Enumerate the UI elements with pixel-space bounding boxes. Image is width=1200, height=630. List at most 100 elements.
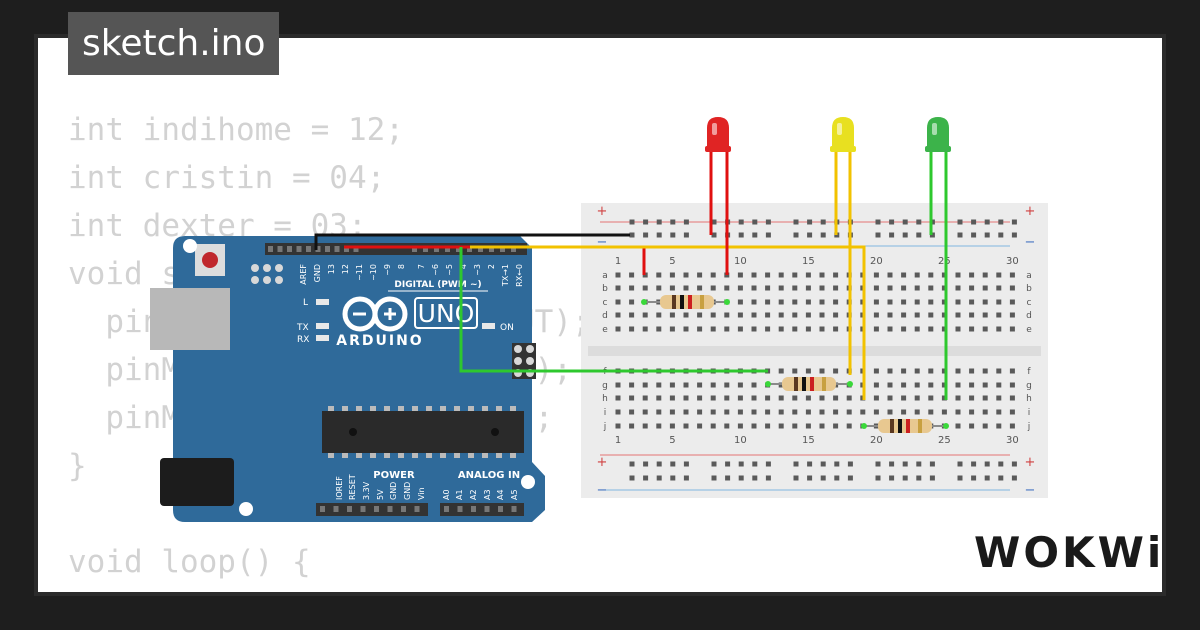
breadboard-hole: [683, 272, 689, 278]
breadboard-hole: [683, 382, 689, 388]
row-letter: g: [1026, 381, 1032, 391]
breadboard-hole: [792, 395, 798, 401]
breadboard-hole: [669, 382, 675, 388]
breadboard-hole: [792, 368, 798, 374]
breadboard-hole: [873, 312, 879, 318]
header-pin: [414, 506, 420, 512]
breadboard-hole: [941, 326, 947, 332]
breadboard-hole: [819, 285, 825, 291]
rail-hole: [656, 461, 662, 467]
power-pin-label: GND: [403, 482, 412, 500]
digital-pin-label: 2: [487, 264, 496, 269]
analog-pin-label: A5: [510, 489, 519, 500]
breadboard-hole: [914, 382, 920, 388]
row-letter: e: [1026, 325, 1032, 335]
rail-hole: [738, 232, 744, 238]
reset-button-cap[interactable]: [202, 252, 218, 268]
rail-hole: [807, 219, 813, 225]
column-number: 10: [734, 256, 747, 267]
breadboard-hole: [669, 409, 675, 415]
rail-hole: [916, 475, 922, 481]
row-letter: h: [1026, 394, 1032, 404]
breadboard-hole: [765, 299, 771, 305]
column-number: 30: [1006, 256, 1019, 267]
breadboard-hole: [765, 272, 771, 278]
rail-hole: [765, 232, 771, 238]
breadboard-center-channel: [588, 346, 1041, 356]
breadboard-hole: [805, 299, 811, 305]
breadboard-hole: [737, 299, 743, 305]
column-number: 15: [802, 256, 815, 267]
digital-pin-label: 12: [341, 264, 350, 274]
breadboard-hole: [833, 368, 839, 374]
breadboard-hole: [928, 326, 934, 332]
digital-pin-label: ~10: [369, 264, 378, 281]
breadboard-hole: [819, 299, 825, 305]
rail-hole: [629, 219, 635, 225]
rail-hole: [875, 219, 881, 225]
mount-hole-2: [239, 502, 253, 516]
rail-hole: [793, 475, 799, 481]
row-letter: g: [602, 381, 608, 391]
header-pin: [471, 506, 476, 512]
rail-hole: [629, 232, 635, 238]
breadboard-hole: [724, 409, 730, 415]
rail-hole: [643, 475, 649, 481]
header-pin: [478, 246, 483, 252]
breadboard-hole: [683, 312, 689, 318]
breadboard-hole: [737, 395, 743, 401]
header-pin: [500, 246, 505, 252]
minus-rail-sign: −: [1025, 235, 1036, 250]
breadboard-hole: [629, 395, 635, 401]
breadboard-hole: [928, 285, 934, 291]
resistor-2-band-4: [822, 377, 826, 391]
resistor-1-pin-b: [724, 299, 730, 305]
rail-hole: [738, 461, 744, 467]
power-jack: [160, 458, 234, 506]
header-pin: [511, 246, 516, 252]
breadboard-hole: [941, 312, 947, 318]
breadboard-hole: [629, 326, 635, 332]
code-line: void loop() {: [68, 544, 311, 580]
breadboard-hole: [778, 395, 784, 401]
breadboard-hole: [615, 382, 621, 388]
header-pin: [457, 506, 463, 512]
breadboard-hole: [941, 299, 947, 305]
rail-hole: [957, 475, 963, 481]
breadboard-hole: [914, 312, 920, 318]
breadboard-hole: [955, 409, 961, 415]
uno-model-label: UNO: [418, 299, 475, 328]
rail-hole: [807, 475, 813, 481]
breadboard-hole: [873, 409, 879, 415]
chip-leg: [426, 453, 432, 458]
breadboard-hole: [629, 312, 635, 318]
breadboard-hole: [656, 285, 662, 291]
rail-hole: [971, 475, 977, 481]
breadboard-hole: [792, 272, 798, 278]
breadboard-hole: [928, 382, 934, 388]
header-pin: [353, 246, 359, 252]
breadboard-hole: [656, 326, 662, 332]
rail-hole: [643, 232, 649, 238]
breadboard-hole: [996, 285, 1002, 291]
breadboard-hole: [710, 382, 716, 388]
breadboard-hole: [765, 423, 771, 429]
breadboard-hole: [833, 409, 839, 415]
resistor-2-pin-a: [765, 381, 771, 387]
rx-led: [316, 335, 329, 341]
rail-hole: [875, 232, 881, 238]
breadboard-hole: [928, 395, 934, 401]
digital-pin-label: ~5: [445, 264, 454, 276]
rail-hole: [670, 232, 676, 238]
breadboard-hole: [901, 299, 907, 305]
breadboard-hole: [642, 395, 648, 401]
breadboard-hole: [656, 312, 662, 318]
chip-legs: [328, 406, 516, 458]
breadboard-hole: [629, 272, 635, 278]
rail-hole: [820, 475, 826, 481]
digital-pin-label: ~3: [473, 264, 482, 276]
plus-rail-sign: +: [597, 204, 608, 219]
code-line: int cristin = 04;: [68, 160, 386, 196]
resistor-3-band-4: [918, 419, 922, 433]
pin3-wire-yellow: [476, 245, 866, 400]
